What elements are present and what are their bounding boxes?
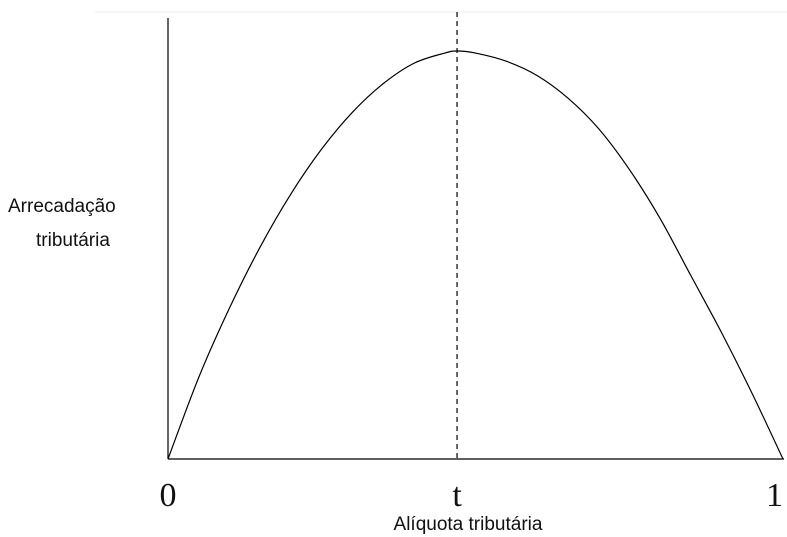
x-tick-label-t: t <box>452 477 462 514</box>
x-axis-label: Alíquota tributária <box>394 514 543 535</box>
y-axis-label-line-2: tributária <box>36 230 110 251</box>
chart-frame <box>95 11 787 460</box>
x-tick-label-0: 0 <box>160 477 177 514</box>
revenue-curve <box>167 50 784 460</box>
x-tick-labels: 0 t 1 <box>160 477 784 514</box>
x-tick-label-1: 1 <box>766 477 783 514</box>
y-axis-label-line-1: Arrecadação <box>8 196 116 217</box>
